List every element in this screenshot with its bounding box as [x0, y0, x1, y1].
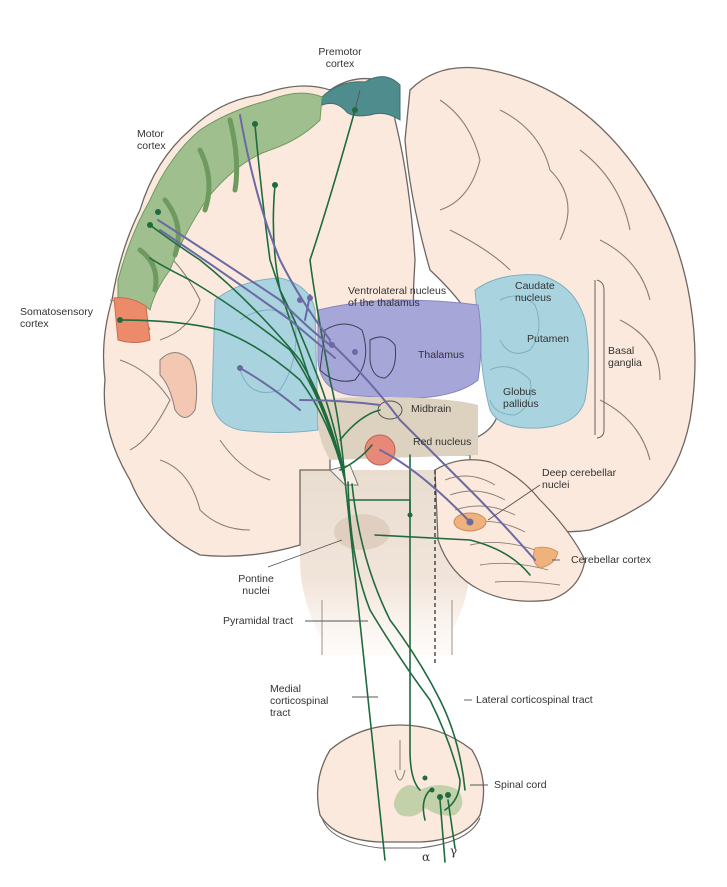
label-motor-cortex: Motor cortex: [137, 128, 166, 152]
insula-gyrus: [159, 352, 198, 418]
label-pontine-nuclei: Pontine nuclei: [238, 573, 274, 597]
spinal-cord-section: [316, 724, 485, 843]
label-somatosensory-cortex: Somatosensory cortex: [20, 306, 93, 330]
label-alpha-motor-neuron: α: [422, 850, 431, 864]
thalamus-region: [317, 299, 482, 399]
label-globus-pallidus: Globus pallidus: [503, 386, 539, 410]
thalamus-nuclei: [319, 323, 396, 382]
right-gyri: [439, 99, 661, 461]
label-lateral-corticospinal-tract: Lateral corticospinal tract: [476, 694, 593, 706]
label-red-nucleus: Red nucleus: [413, 436, 472, 448]
pontine-nuclei-region: [334, 514, 390, 550]
green-tracts: [119, 109, 531, 863]
basal-ganglia-right: [474, 274, 589, 429]
label-medial-corticospinal-tract: Medial corticospinal tract: [270, 683, 329, 719]
label-premotor-cortex: Premotor cortex: [318, 46, 362, 70]
green-tract-terminals: [117, 107, 451, 800]
leader-lines: [267, 89, 605, 786]
motor-cortex-folds: [137, 117, 240, 293]
label-putamen: Putamen: [527, 333, 570, 345]
basal-ganglia-left: [211, 277, 319, 433]
label-deep-cerebellar-nuclei: Deep cerebellar nuclei: [542, 467, 617, 491]
label-spinal-cord: Spinal cord: [494, 779, 547, 791]
label-caudate-nucleus: Caudate nucleus: [515, 280, 555, 304]
basal-ganglia-outlines: [239, 295, 540, 416]
label-pyramidal-tract: Pyramidal tract: [223, 615, 294, 627]
label-thalamus: Thalamus: [418, 349, 465, 361]
brainstem: [300, 470, 470, 655]
purple-tract-terminals: [237, 295, 474, 526]
label-basal-ganglia: Basal ganglia: [608, 345, 642, 369]
label-cerebellar-cortex: Cerebellar cortex: [571, 554, 651, 566]
label-ventrolateral-nucleus: Ventrolateral nucleus of the thalamus: [348, 285, 447, 309]
label-midbrain: Midbrain: [411, 403, 452, 415]
midbrain-region: [318, 396, 478, 460]
label-gamma-motor-neuron: γ: [450, 844, 458, 858]
purple-tracts: [157, 114, 536, 561]
premotor-cortex-region: [321, 76, 401, 121]
spinal-gray-matter: [394, 785, 463, 817]
